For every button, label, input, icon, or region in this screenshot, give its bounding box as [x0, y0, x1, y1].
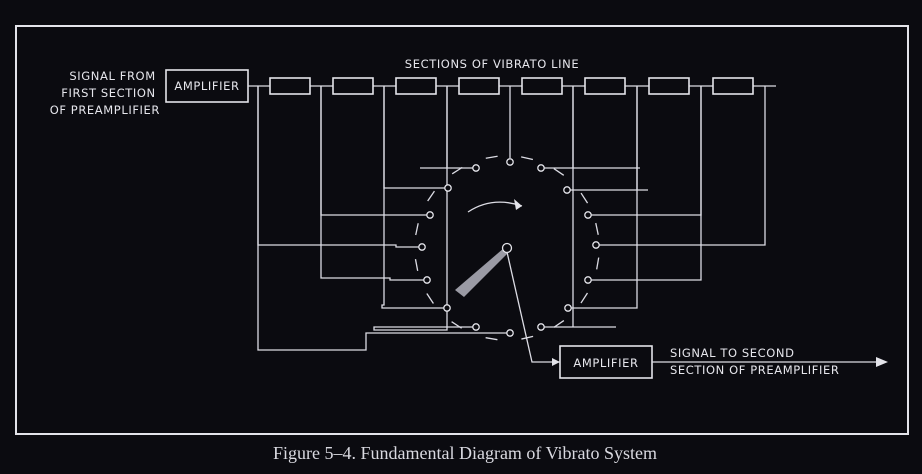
- scanner-arc-dash-8: [521, 335, 534, 340]
- left-tap-wire-2: [320, 86, 427, 216]
- left-tap-wire-7: [373, 86, 473, 331]
- hub-output-wire: [506, 251, 560, 363]
- scanner-arc-dash-3: [580, 192, 589, 204]
- scanner-contact-8: [537, 323, 545, 331]
- right-tap-wire-1: [544, 86, 640, 169]
- right-tap-wire-4: [599, 86, 766, 246]
- scanner-arc-dash-5: [596, 257, 600, 270]
- vibrato-line-sections: [269, 77, 754, 95]
- delay-section-5: [521, 77, 563, 95]
- delay-section-6: [584, 77, 626, 95]
- right-tap-wire-6: [571, 86, 638, 309]
- scanner-contact-16: [472, 164, 480, 172]
- scanner-arc-dash-11: [426, 293, 434, 304]
- scanner-contact-13: [418, 243, 426, 251]
- scanner-switch: [414, 155, 600, 341]
- delay-section-2: [332, 77, 374, 95]
- scanner-arc-dash-9: [485, 337, 498, 341]
- left-tap-wire-5: [381, 86, 444, 309]
- right-tap-wire-3: [591, 86, 702, 216]
- output-arrow-icon: [876, 357, 888, 367]
- scanner-contact-7: [564, 304, 572, 312]
- scanner-hub: [501, 242, 513, 254]
- delay-section-3: [395, 77, 437, 95]
- delay-section-4: [458, 77, 500, 95]
- scanner-contact-12: [423, 276, 431, 284]
- scanner-arc-dash-4: [595, 222, 599, 235]
- left-tap-wire-4: [383, 86, 445, 189]
- delay-section-7: [648, 77, 690, 95]
- scanner-arc-dash-16: [485, 155, 498, 159]
- right-tap-wire-5: [591, 86, 702, 281]
- scanner-contact-2: [537, 164, 545, 172]
- right-tap-wire-2: [570, 86, 648, 191]
- scanner-arc-dash-6: [580, 292, 589, 304]
- scanner-arc-dash-7: [553, 320, 565, 328]
- tap-wires: [257, 86, 766, 351]
- scanner-arc-dash-14: [427, 190, 435, 202]
- left-tap-wire-3: [320, 86, 424, 281]
- output-amplifier-box: [559, 345, 653, 379]
- scanner-contact-6: [584, 276, 592, 284]
- scanner-contact-11: [443, 304, 451, 312]
- scanner-arc-dash-12: [414, 258, 419, 272]
- vibrato-line-title: SECTIONS OF VIBRATO LINE: [405, 57, 579, 71]
- scanner-contact-14: [426, 211, 434, 219]
- scanner-contact-15: [444, 184, 452, 192]
- scanner-arc-dash-10: [451, 321, 462, 329]
- scanner-contact-3: [563, 186, 571, 194]
- scanner-contact-9: [506, 329, 514, 337]
- figure-caption: Figure 5–4. Fundamental Diagram of Vibra…: [273, 443, 657, 463]
- scanner-arc-dash-13: [415, 223, 419, 236]
- output-signal-label: SIGNAL TO SECOND SECTION OF PREAMPLIFIER: [670, 346, 839, 377]
- delay-section-1: [269, 77, 311, 95]
- scanner-contact-4: [584, 211, 592, 219]
- delay-section-8: [712, 77, 754, 95]
- rotation-arrow-icon: [467, 201, 523, 213]
- right-tap-wire-7: [544, 86, 616, 328]
- hub-output-arrow-icon: [552, 358, 560, 366]
- scanner-contact-5: [592, 241, 600, 249]
- scanner-contact-10: [472, 323, 480, 331]
- output-amplifier-label: AMPLIFIER: [573, 356, 638, 370]
- scanner-arc-dash-15: [451, 166, 463, 175]
- diagram-frame: [15, 25, 909, 435]
- input-signal-label: SIGNAL FROM FIRST SECTION OF PREAMPLIFIE…: [50, 69, 160, 117]
- rotation-arrowhead-icon: [514, 199, 522, 210]
- left-tap-wire-1: [257, 86, 419, 248]
- input-amplifier-box: [165, 69, 249, 103]
- scanner-wiper: [455, 248, 509, 297]
- input-amplifier-label: AMPLIFIER: [174, 79, 239, 93]
- scanner-arc-dash-2: [553, 168, 565, 176]
- left-tap-wire-8: [257, 86, 507, 351]
- scanner-arc-dash-1: [521, 156, 534, 161]
- scanner-contact-1: [506, 158, 514, 166]
